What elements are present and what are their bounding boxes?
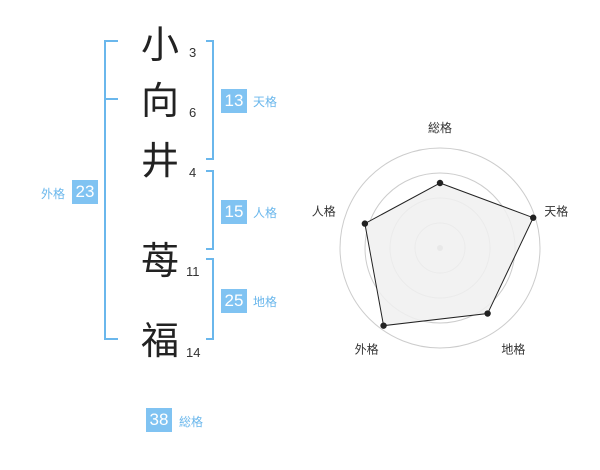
stroke-count-1: 3 [189, 45, 197, 60]
jinkaku-value: 15 [221, 200, 247, 224]
stroke-count-3: 4 [189, 165, 197, 180]
soukaku-label: 総格 [179, 415, 204, 429]
chikaku-value: 25 [221, 289, 247, 313]
gaikaku-value: 23 [72, 180, 98, 204]
stroke-count-2: 6 [189, 105, 197, 120]
radar-point-5 [361, 220, 369, 227]
name-char-1: 小 [140, 23, 179, 67]
radar-point-1 [436, 179, 444, 187]
jinkaku-label: 人格 [253, 206, 278, 220]
tenkaku-value: 13 [221, 89, 247, 113]
name-char-2: 向 [140, 79, 179, 123]
gaikaku-label: 外格 [41, 187, 66, 201]
name-char-3: 井 [140, 139, 179, 183]
stroke-count-4: 11 [186, 264, 200, 279]
radar-axis-label-2: 天格 [544, 204, 568, 219]
name-char-5: 福 [140, 319, 179, 363]
name-char-4: 苺 [140, 239, 179, 283]
radar-polygon [364, 182, 534, 327]
radar-axis-label-5: 人格 [312, 204, 336, 219]
stroke-count-5: 14 [186, 345, 201, 360]
radar-ring-4 [339, 147, 541, 349]
radar-axis-label-1: 総格 [428, 120, 452, 135]
radar-axis-label-4: 外格 [355, 341, 379, 356]
soukaku-value: 38 [146, 408, 172, 432]
radar-point-3 [484, 310, 491, 317]
radar-point-4 [380, 322, 387, 329]
radar-axis-label-3: 地格 [501, 341, 525, 356]
tenkaku-label: 天格 [253, 95, 278, 109]
radar-point-2 [530, 214, 537, 221]
chikaku-label: 地格 [253, 295, 278, 309]
